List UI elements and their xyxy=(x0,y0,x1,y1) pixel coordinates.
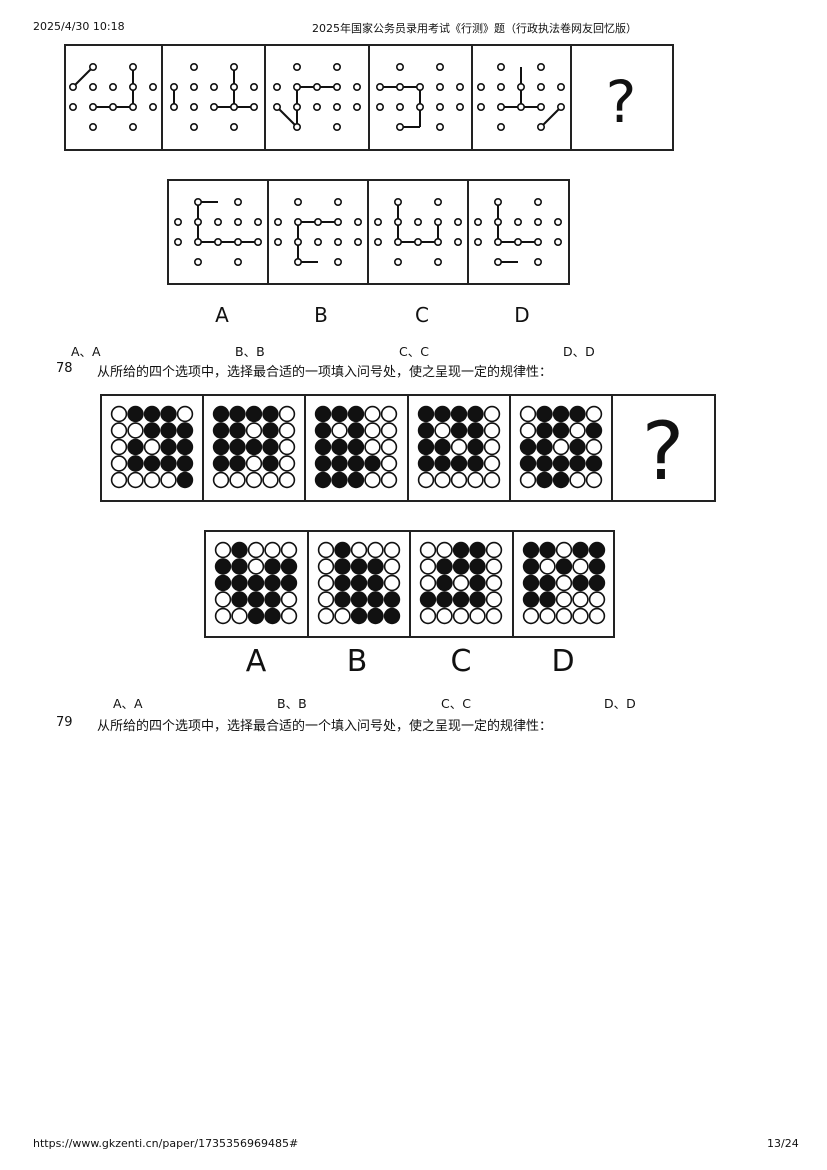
page-number: 13/24 xyxy=(767,1137,799,1150)
q78-option-b[interactable]: B、B xyxy=(277,696,307,711)
figure1-label-d: D xyxy=(514,303,530,327)
print-datetime: 2025/4/30 10:18 xyxy=(33,20,125,33)
figure1-label-c: C xyxy=(415,303,429,327)
q77-option-d[interactable]: D、D xyxy=(563,344,595,359)
option-grid-d xyxy=(522,541,606,625)
q78-question-figure: ? xyxy=(100,394,716,502)
option-pattern-a xyxy=(174,197,263,267)
figure2-label-b: B xyxy=(346,644,368,679)
option-grid-a xyxy=(214,541,298,625)
figure2-label-a: A xyxy=(245,644,267,679)
q78-option-c[interactable]: C、C xyxy=(441,696,471,711)
figure1-label-b: B xyxy=(314,303,328,327)
q78-text: 从所给的四个选项中，选择最合适的一项填入问号处，使之呈现一定的规律性： xyxy=(97,365,553,380)
q78-options-figure xyxy=(204,530,615,638)
option-pattern-d xyxy=(473,197,562,267)
dot-pattern-5 xyxy=(476,62,565,132)
q78-option-d[interactable]: D、D xyxy=(604,696,636,711)
dot-pattern-3 xyxy=(273,62,361,132)
q77-option-c[interactable]: C、C xyxy=(399,344,429,359)
dot-pattern-1 xyxy=(69,62,158,132)
q79-text: 从所给的四个选项中，选择最合适的一个填入问号处，使之呈现一定的规律性： xyxy=(97,719,553,734)
q77-option-b[interactable]: B、B xyxy=(235,344,265,359)
circle-grid-5 xyxy=(519,405,603,489)
option-grid-c xyxy=(419,541,503,625)
option-pattern-b xyxy=(274,197,363,267)
q78-option-a[interactable]: A、A xyxy=(113,696,143,711)
q77-option-a[interactable]: A、A xyxy=(71,344,101,359)
figure1-label-a: A xyxy=(215,303,229,327)
option-grid-b xyxy=(317,541,401,625)
q79-number: 79 xyxy=(56,715,73,730)
q78-number: 78 xyxy=(56,361,73,376)
circle-grid-1 xyxy=(110,405,194,489)
footer-url: https://www.gkzenti.cn/paper/17353569694… xyxy=(33,1137,299,1150)
question-mark: ? xyxy=(642,405,684,498)
figure2-label-d: D xyxy=(551,644,575,679)
q77-question-figure: ? xyxy=(64,44,674,151)
circle-grid-2 xyxy=(212,405,296,489)
figure2-label-c: C xyxy=(450,644,472,679)
circle-grid-3 xyxy=(314,405,398,489)
q77-options-figure xyxy=(167,179,570,285)
question-mark: ? xyxy=(606,68,637,136)
option-pattern-c xyxy=(374,197,462,267)
dot-pattern-4 xyxy=(375,62,464,132)
page-title: 2025年国家公务员录用考试《行测》题（行政执法卷网友回忆版） xyxy=(312,22,637,35)
circle-grid-4 xyxy=(417,405,501,489)
dot-pattern-2 xyxy=(170,62,259,132)
